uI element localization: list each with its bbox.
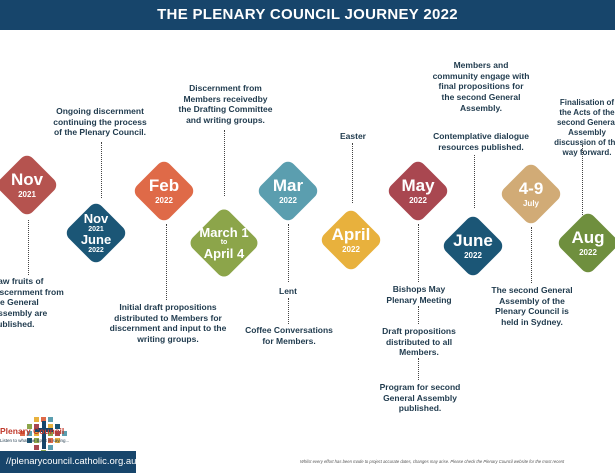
milestone-mar-2022: Mar 2022	[255, 158, 321, 224]
disclaimer-text: Whilst every effort has been made to pro…	[300, 459, 565, 464]
milestone-year: 2021	[88, 225, 104, 233]
note-coffee-conversations: Coffee Conversations for Members.	[245, 325, 333, 346]
milestone-may-2022: May 2022	[385, 158, 451, 224]
connector	[418, 306, 419, 324]
connector	[531, 227, 532, 283]
milestone-month: June	[453, 230, 493, 250]
milestone-nov-2021: Nov 2021	[0, 152, 60, 218]
milestone-year: 2022	[464, 250, 482, 260]
milestone-year: 2022	[579, 247, 597, 257]
note-initial-draft: Initial draft propositions distributed t…	[109, 302, 227, 344]
milestone-month: Mar	[272, 175, 304, 195]
logo-tagline: Listen to what the Spirit is saying...	[0, 438, 70, 443]
note-program-published: Program for second General Assembly publ…	[379, 382, 461, 414]
milestone-month: Nov	[10, 169, 44, 189]
connector	[582, 145, 583, 215]
connector	[474, 155, 475, 208]
milestone-aug-2022: Aug 2022	[555, 210, 615, 276]
connector	[28, 220, 29, 275]
milestone-line3: April 4	[203, 245, 245, 261]
note-easter: Easter	[340, 131, 366, 141]
note-contemplative-dialogue: Contemplative dialogue resources publish…	[433, 131, 529, 152]
milestone-april-2022: April 2022	[318, 207, 384, 273]
milestone-year: 2021	[18, 189, 36, 199]
logo-name: Plenary Council	[0, 426, 65, 436]
note-ongoing-discernment: Ongoing discernment continuing the proce…	[53, 106, 147, 138]
milestone-month: Aug	[571, 227, 605, 247]
connector	[101, 142, 102, 198]
connector	[418, 224, 419, 282]
milestone-year: July	[522, 198, 539, 208]
note-second-general-assembly: The second General Assembly of the Plena…	[491, 285, 573, 327]
milestone-year: 2022	[409, 195, 427, 205]
connector	[352, 143, 353, 203]
milestone-month: 4-9	[518, 178, 544, 198]
cross-icon	[35, 421, 53, 449]
note-draft-propositions: Draft propositions distributed to all Me…	[382, 326, 456, 358]
connector	[166, 224, 167, 300]
connector	[288, 298, 289, 324]
milestone-month: May	[401, 175, 435, 195]
milestone-year: 2022	[279, 195, 297, 205]
note-discernment-from-members: Discernment from Members receivedby the …	[178, 83, 273, 125]
milestone-year: 2022	[155, 195, 173, 205]
note-finalisation: Finalisation of the Acts of the second G…	[554, 98, 615, 157]
milestone-march1-april4: March 1 to April 4	[186, 205, 262, 281]
note-lent: Lent	[279, 286, 297, 296]
connector	[224, 130, 225, 196]
milestone-month: Feb	[148, 175, 180, 195]
timeline: Ongoing discernment continuing the proce…	[0, 30, 615, 473]
note-bishops-meeting: Bishops May Plenary Meeting	[386, 284, 452, 305]
website-link[interactable]: //plenarycouncil.catholic.org.au/	[0, 451, 136, 473]
milestone-feb-2022: Feb 2022	[131, 158, 197, 224]
milestone-line2: to	[220, 239, 228, 247]
milestone-line1: March 1	[199, 224, 249, 240]
milestone-year-2: 2022	[88, 246, 104, 254]
milestone-june-2022: June 2022	[440, 213, 506, 279]
connector	[288, 224, 289, 282]
note-raw-fruits: Raw fruits of discernment from the Gener…	[0, 276, 64, 329]
milestone-year: 2022	[342, 244, 360, 254]
note-members-engage: Members and community engage with final …	[432, 60, 530, 113]
milestone-month: Nov	[83, 211, 109, 227]
milestone-nov-june: Nov 2021 June 2022	[63, 200, 129, 266]
milestone-july-4-9: 4-9 July	[498, 161, 564, 227]
connector	[418, 358, 419, 380]
milestone-month: April	[331, 224, 371, 244]
page-title: THE PLENARY COUNCIL JOURNEY 2022	[0, 0, 615, 30]
milestone-month-2: June	[80, 232, 112, 247]
